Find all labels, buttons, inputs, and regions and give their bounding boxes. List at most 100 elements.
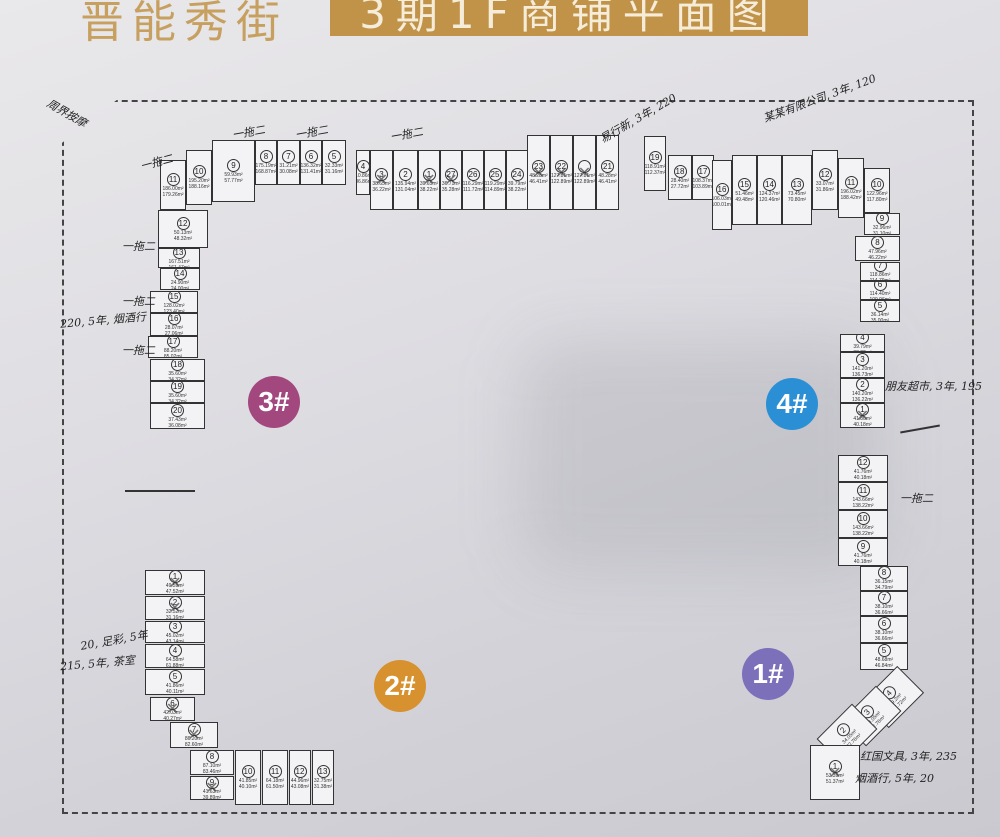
handwritten-note: 周界按摩 bbox=[44, 96, 90, 131]
unit-net-area: 106.86m² bbox=[357, 179, 369, 185]
unit-net-area: 123.40m² bbox=[163, 308, 185, 313]
unit-net-area: 34.32m² bbox=[168, 376, 187, 381]
unit-net-area: 83.46m² bbox=[202, 769, 222, 775]
unit-net-area: 31.86m² bbox=[815, 186, 835, 193]
unit-net-area: 138.22m² bbox=[852, 530, 874, 537]
unit-gross-area: 135.94m² bbox=[394, 180, 417, 187]
unit-gross-area: 32.52m² bbox=[165, 608, 185, 615]
unit-net-area: 35.00m² bbox=[870, 317, 890, 322]
unit-number: 1 bbox=[168, 571, 182, 583]
unit-gross-area: 28.07m² bbox=[164, 325, 184, 331]
unit-net-area: 46.41m² bbox=[529, 179, 548, 185]
unit-net-area: 40.27m² bbox=[163, 715, 182, 721]
unit-gross-area: 44.96m² bbox=[290, 778, 310, 784]
unit-number: 11 bbox=[856, 483, 870, 497]
unit-number: 21 bbox=[601, 160, 614, 173]
unit-gross-area: 143.66m² bbox=[852, 496, 874, 503]
unit-net-area: 57.77m² bbox=[224, 177, 243, 184]
unit-number: 10 bbox=[856, 511, 870, 525]
unit-gross-area: 47.96m² bbox=[868, 249, 887, 255]
unit-net-area: 40.18m² bbox=[853, 475, 873, 481]
unit-gross-area: 38.10m² bbox=[874, 604, 894, 610]
shop-unit-b3-4[interactable]: 4110.86m²106.86m² bbox=[356, 150, 370, 195]
unit-number: 7 bbox=[187, 723, 201, 736]
unit-net-area: 122.89m² bbox=[550, 179, 573, 185]
arrow-left-entrance bbox=[125, 490, 195, 492]
unit-number: 23 bbox=[532, 160, 545, 173]
unit-gross-area: 106.03m² bbox=[712, 195, 732, 202]
unit-net-area: 136.73m² bbox=[851, 371, 874, 378]
unit-gross-area: 118.91m² bbox=[644, 164, 666, 170]
unit-number: 12 bbox=[818, 167, 832, 181]
